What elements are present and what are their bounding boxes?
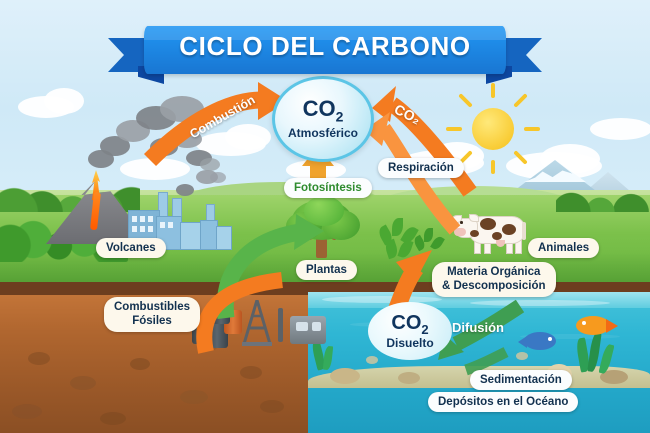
pill-fossil-fuels[interactable]: Combustibles Fósiles	[104, 297, 201, 332]
oil-barrel-icon	[212, 308, 230, 324]
pill-plants[interactable]: Plantas	[296, 260, 357, 281]
sun-core	[472, 108, 514, 150]
cloud-icon	[590, 118, 650, 140]
soil-pebble	[70, 376, 96, 390]
seafloor-pebble	[366, 356, 378, 364]
fossil-fuels-line2: Fósiles	[132, 315, 172, 328]
organic-line2: & Descomposición	[442, 280, 546, 293]
pill-volcanoes[interactable]: Volcanes	[96, 238, 166, 259]
page-title: CICLO DEL CARBONO	[179, 31, 471, 61]
smoke-cloud	[100, 136, 130, 156]
seafloor-rock	[600, 370, 628, 384]
treeline	[556, 184, 650, 212]
wave	[470, 300, 610, 306]
smoke-cloud	[210, 172, 226, 183]
seafloor-rock	[398, 372, 420, 384]
wave	[322, 296, 442, 303]
pill-animals[interactable]: Animales	[528, 238, 600, 259]
soil-pebble	[130, 358, 150, 370]
machine-window	[312, 322, 321, 331]
soil-pebble	[12, 404, 42, 419]
fish-icon	[576, 316, 622, 338]
shrub-icon	[376, 218, 419, 262]
tree-icon	[304, 196, 344, 226]
cloud-icon	[44, 88, 84, 114]
smoke-cloud	[160, 96, 204, 122]
wave	[520, 334, 620, 339]
shrub-icon	[412, 228, 445, 260]
co2-atmospheric-bubble[interactable]: CO2 Atmosférico	[272, 76, 374, 162]
organic-line1: Materia Orgánica	[447, 266, 541, 278]
soil-pebble	[260, 400, 284, 413]
co2-atmospheric-label: Atmosférico	[287, 125, 358, 140]
seafloor-rock	[330, 368, 360, 384]
co2-dissolved-bubble[interactable]: CO2 Disuelto	[368, 302, 452, 360]
fossil-fuels-line1: Combustibles	[114, 301, 191, 313]
soil-pebble	[28, 352, 50, 365]
pill-respiration[interactable]: Respiración	[378, 158, 464, 179]
machine-window	[296, 322, 308, 331]
banner-body	[144, 26, 506, 74]
drill-pipe-icon	[278, 308, 283, 342]
soil-pebble	[180, 390, 208, 404]
pill-organic-matter[interactable]: Materia Orgánica & Descomposición	[432, 262, 556, 297]
co2-dissolved-formula: CO2	[391, 311, 429, 337]
co2-dissolved-label: Disuelto	[386, 335, 434, 350]
pill-sedimentation[interactable]: Sedimentación	[470, 370, 572, 391]
smoke-cloud	[176, 184, 194, 196]
fish-icon	[518, 332, 560, 352]
smoke-cloud	[200, 158, 220, 171]
seafloor-pebble	[516, 352, 528, 360]
pill-photosynthesis[interactable]: Fotosíntesis	[284, 178, 372, 199]
co2-formula: CO2	[302, 96, 344, 125]
cow-icon	[452, 210, 526, 254]
pill-ocean-deposits[interactable]: Depósitos en el Océano	[428, 392, 579, 413]
oil-derrick-icon	[240, 294, 274, 346]
soil-pebble	[240, 366, 262, 379]
soil-pebble	[100, 412, 126, 425]
diffusion-label: Difusión	[452, 320, 504, 335]
lava-eruption	[92, 170, 100, 200]
title-banner: CICLO DEL CARBONO	[108, 22, 542, 84]
